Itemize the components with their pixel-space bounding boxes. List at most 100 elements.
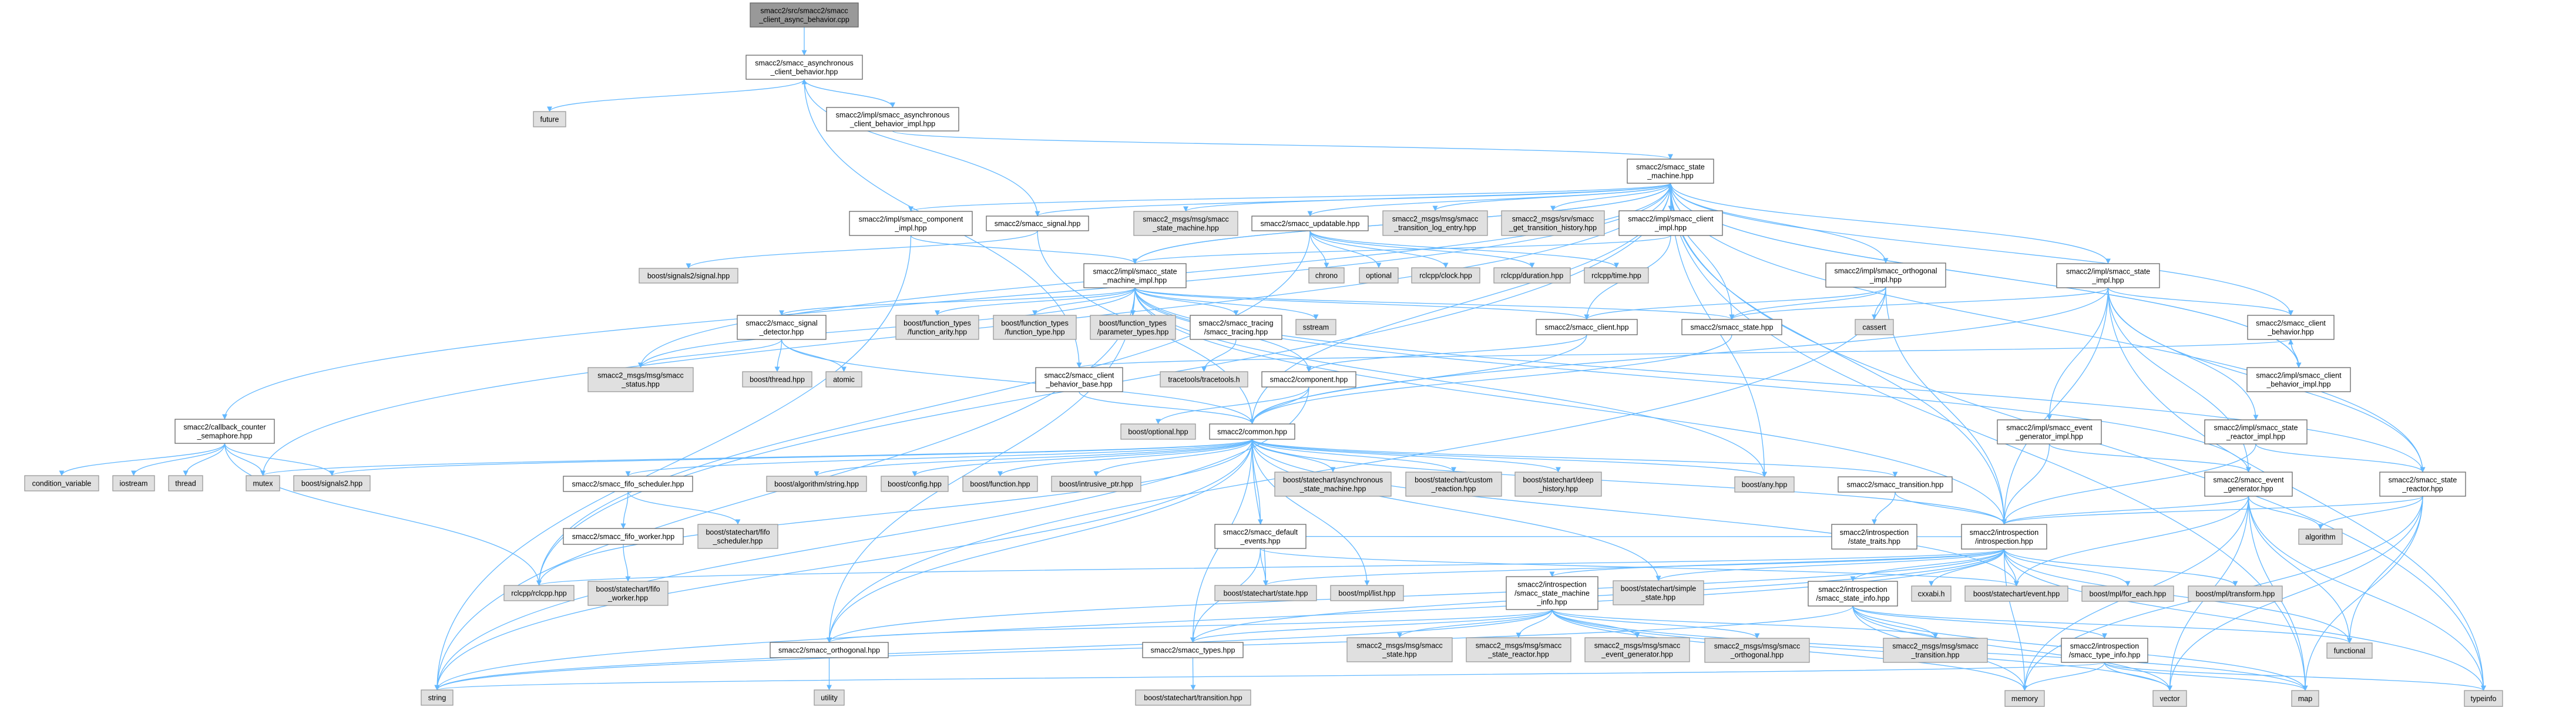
graph-node-asm[interactable]: boost/statechart/asynchronous_state_mach… xyxy=(1274,472,1392,497)
graph-node-ft[interactable]: boost/function_types/function_type.hpp xyxy=(993,315,1077,340)
graph-node-m_orth[interactable]: smacc2_msgs/msg/smacc_orthogonal.hpp xyxy=(1704,638,1810,663)
graph-node-tinfo[interactable]: smacc2/introspection/smacc_type_info.hpp xyxy=(2061,638,2148,663)
graph-node-typeinfo[interactable]: typeinfo xyxy=(2464,690,2503,707)
graph-node-sem[interactable]: smacc2/callback_counter_semaphore.hpp xyxy=(174,419,275,444)
graph-node-bfunction[interactable]: boost/function.hpp xyxy=(962,476,1038,492)
node-box xyxy=(825,371,862,388)
graph-node-utility[interactable]: utility xyxy=(814,689,845,706)
graph-node-future[interactable]: future xyxy=(533,111,566,127)
graph-node-state[interactable]: smacc2/smacc_state.hpp xyxy=(1681,319,1782,335)
graph-node-transh[interactable]: boost/statechart/transition.hpp xyxy=(1135,689,1251,706)
graph-node-optional[interactable]: optional xyxy=(1359,267,1399,284)
graph-node-egi[interactable]: smacc2/impl/smacc_event_generator_impl.h… xyxy=(1997,419,2102,445)
graph-node-tracetools[interactable]: tracetools/tracetools.h xyxy=(1160,371,1248,388)
graph-node-m_state[interactable]: smacc2_msgs/msg/smacc_state.hpp xyxy=(1346,637,1453,662)
graph-node-acb[interactable]: smacc2/smacc_asynchronous_client_behavio… xyxy=(745,55,863,80)
graph-node-types[interactable]: smacc2/smacc_types.hpp xyxy=(1142,642,1244,658)
graph-node-iostream[interactable]: iostream xyxy=(112,475,155,491)
graph-node-cbb[interactable]: smacc2/smacc_client_behavior_base.hpp xyxy=(1035,367,1123,392)
graph-node-thist[interactable]: smacc2_msgs/srv/smacc_get_transition_his… xyxy=(1501,210,1605,236)
graph-node-mpllist[interactable]: boost/mpl/list.hpp xyxy=(1330,585,1404,601)
graph-node-m_sr[interactable]: smacc2_msgs/msg/smacc_state_reactor.hpp xyxy=(1466,637,1571,662)
graph-node-simple[interactable]: boost/statechart/simple_state.hpp xyxy=(1613,580,1704,605)
graph-node-any[interactable]: boost/any.hpp xyxy=(1734,476,1795,493)
graph-node-memory[interactable]: memory xyxy=(2004,690,2045,707)
graph-node-fifow[interactable]: smacc2/smacc_fifo_worker.hpp xyxy=(563,528,684,545)
graph-node-intro[interactable]: smacc2/introspection/introspection.hpp xyxy=(1961,524,2047,550)
graph-node-chrono[interactable]: chrono xyxy=(1308,267,1345,284)
graph-node-smi[interactable]: smacc2/impl/smacc_state_machine_impl.hpp xyxy=(1083,263,1187,288)
graph-node-trc[interactable]: smacc2/smacc_tracing/smacc_tracing.hpp xyxy=(1190,315,1282,340)
edge-sinfo-to-vector xyxy=(1852,605,2172,691)
graph-node-common[interactable]: smacc2/common.hpp xyxy=(1209,423,1295,440)
graph-node-cbi[interactable]: smacc2/impl/smacc_client_behavior_impl.h… xyxy=(2246,367,2351,392)
graph-node-defev[interactable]: smacc2/smacc_default_events.hpp xyxy=(1214,524,1307,549)
graph-node-orthi[interactable]: smacc2/impl/smacc_orthogonal_impl.hpp xyxy=(1825,262,1946,288)
graph-node-client[interactable]: smacc2/smacc_client.hpp xyxy=(1536,319,1638,335)
graph-node-bthread[interactable]: boost/thread.hpp xyxy=(742,371,812,388)
graph-node-traits[interactable]: smacc2/introspection/state_traits.hpp xyxy=(1831,524,1917,550)
node-label: boost/intrusive_ptr.hpp xyxy=(1059,480,1133,489)
graph-node-comp[interactable]: smacc2/component.hpp xyxy=(1261,371,1356,388)
graph-node-time[interactable]: rclcpp/time.hpp xyxy=(1584,267,1649,284)
graph-node-sminfo[interactable]: smacc2/introspection/smacc_state_machine… xyxy=(1506,576,1598,610)
graph-node-clock[interactable]: rclcpp/clock.hpp xyxy=(1411,267,1480,284)
graph-node-sinfo[interactable]: smacc2/introspection/smacc_state_info.hp… xyxy=(1808,581,1898,607)
graph-node-eg[interactable]: smacc2/smacc_event_generator.hpp xyxy=(2204,472,2293,497)
graph-node-custom[interactable]: boost/statechart/custom_reaction.hpp xyxy=(1405,472,1502,497)
edge-eg-to-event xyxy=(2014,496,2249,587)
graph-node-trans[interactable]: smacc2/smacc_transition.hpp xyxy=(1838,476,1953,493)
graph-node-orthogonal[interactable]: smacc2/smacc_orthogonal.hpp xyxy=(770,642,889,658)
graph-node-sstream[interactable]: sstream xyxy=(1295,319,1336,335)
graph-node-msg_sm[interactable]: smacc2_msgs/msg/smacc_state_machine.hpp xyxy=(1133,211,1238,236)
graph-node-status[interactable]: smacc2_msgs/msg/smacc_status.hpp xyxy=(587,367,694,392)
node-label: boost/mpl/for_each.hpp xyxy=(2090,590,2167,598)
graph-node-cxxabi[interactable]: cxxabi.h xyxy=(1911,585,1952,602)
graph-node-sr[interactable]: smacc2/smacc_state_reactor.hpp xyxy=(2379,472,2466,497)
graph-node-sigh[interactable]: boost/signals2/signal.hpp xyxy=(639,268,738,284)
graph-node-sd[interactable]: smacc2/smacc_signal_detector.hpp xyxy=(737,315,827,340)
graph-node-m_eg[interactable]: smacc2_msgs/msg/smacc_event_generator.hp… xyxy=(1584,637,1690,662)
graph-node-statei[interactable]: smacc2/impl/smacc_state_impl.hpp xyxy=(2056,263,2160,288)
graph-node-mutex[interactable]: mutex xyxy=(246,475,280,491)
graph-node-compi[interactable]: smacc2/impl/smacc_component_impl.hpp xyxy=(849,211,973,236)
edge-intro-to-stateh xyxy=(1263,548,2005,586)
graph-node-cassert[interactable]: cassert xyxy=(1855,319,1894,335)
edge-intro-to-transform xyxy=(2003,548,2238,587)
graph-node-sig[interactable]: smacc2/smacc_signal.hpp xyxy=(986,216,1089,231)
graph-node-tlog[interactable]: smacc2_msgs/msg/smacc_transition_log_ent… xyxy=(1382,210,1488,236)
graph-node-bconfig[interactable]: boost/config.hpp xyxy=(881,476,949,492)
graph-node-cb[interactable]: smacc2/smacc_client_behavior.hpp xyxy=(2247,315,2335,340)
graph-node-duration[interactable]: rclcpp/duration.hpp xyxy=(1493,267,1571,284)
graph-node-cpp[interactable]: smacc2/src/smacc2/smacc_client_async_beh… xyxy=(750,2,859,28)
graph-node-clii[interactable]: smacc2/impl/smacc_client_impl.hpp xyxy=(1618,210,1723,236)
graph-node-map[interactable]: map xyxy=(2291,690,2319,707)
graph-node-deep[interactable]: boost/statechart/deep_history.hpp xyxy=(1514,472,1602,497)
graph-node-fifos[interactable]: smacc2/smacc_fifo_scheduler.hpp xyxy=(563,476,693,492)
graph-node-acbi[interactable]: smacc2/impl/smacc_asynchronous_client_be… xyxy=(826,107,959,132)
graph-node-upd[interactable]: smacc2/smacc_updatable.hpp xyxy=(1251,216,1369,231)
graph-node-string[interactable]: string xyxy=(421,689,454,706)
graph-node-transform[interactable]: boost/mpl/transform.hpp xyxy=(2188,585,2283,602)
graph-node-sri[interactable]: smacc2/impl/smacc_state_reactor_impl.hpp xyxy=(2204,419,2308,445)
graph-node-event[interactable]: boost/statechart/event.hpp xyxy=(1964,585,2068,602)
graph-node-fa[interactable]: boost/function_types/function_arity.hpp xyxy=(895,315,979,340)
graph-node-signals2[interactable]: boost/signals2.hpp xyxy=(293,475,371,491)
graph-node-m_trans[interactable]: smacc2_msgs/msg/smacc_transition.hpp xyxy=(1883,638,1988,663)
graph-node-algstr[interactable]: boost/algorithm/string.hpp xyxy=(766,476,867,492)
graph-node-sm[interactable]: smacc2/smacc_state_machine.hpp xyxy=(1627,159,1714,184)
graph-node-boptional[interactable]: boost/optional.hpp xyxy=(1120,423,1196,440)
graph-node-functional[interactable]: functional xyxy=(2326,642,2373,659)
graph-node-thread[interactable]: thread xyxy=(168,475,203,491)
graph-node-condvar[interactable]: condition_variable xyxy=(24,475,99,491)
graph-node-stateh[interactable]: boost/statechart/state.hpp xyxy=(1214,585,1317,601)
graph-node-foreach[interactable]: boost/mpl/for_each.hpp xyxy=(2081,585,2174,602)
graph-node-bintr[interactable]: boost/intrusive_ptr.hpp xyxy=(1051,476,1141,492)
graph-node-algorithm[interactable]: algorithm xyxy=(2298,528,2343,545)
graph-node-vector[interactable]: vector xyxy=(2152,690,2187,707)
graph-node-sc_fifow[interactable]: boost/statechart/fifo_worker.hpp xyxy=(587,581,669,606)
graph-node-rclcpp[interactable]: rclcpp/rclcpp.hpp xyxy=(503,585,575,601)
graph-node-sc_fifos[interactable]: boost/statechart/fifo_scheduler.hpp xyxy=(697,524,778,549)
graph-node-pt[interactable]: boost/function_types/parameter_types.hpp xyxy=(1090,315,1176,340)
graph-node-atomic[interactable]: atomic xyxy=(825,371,862,388)
